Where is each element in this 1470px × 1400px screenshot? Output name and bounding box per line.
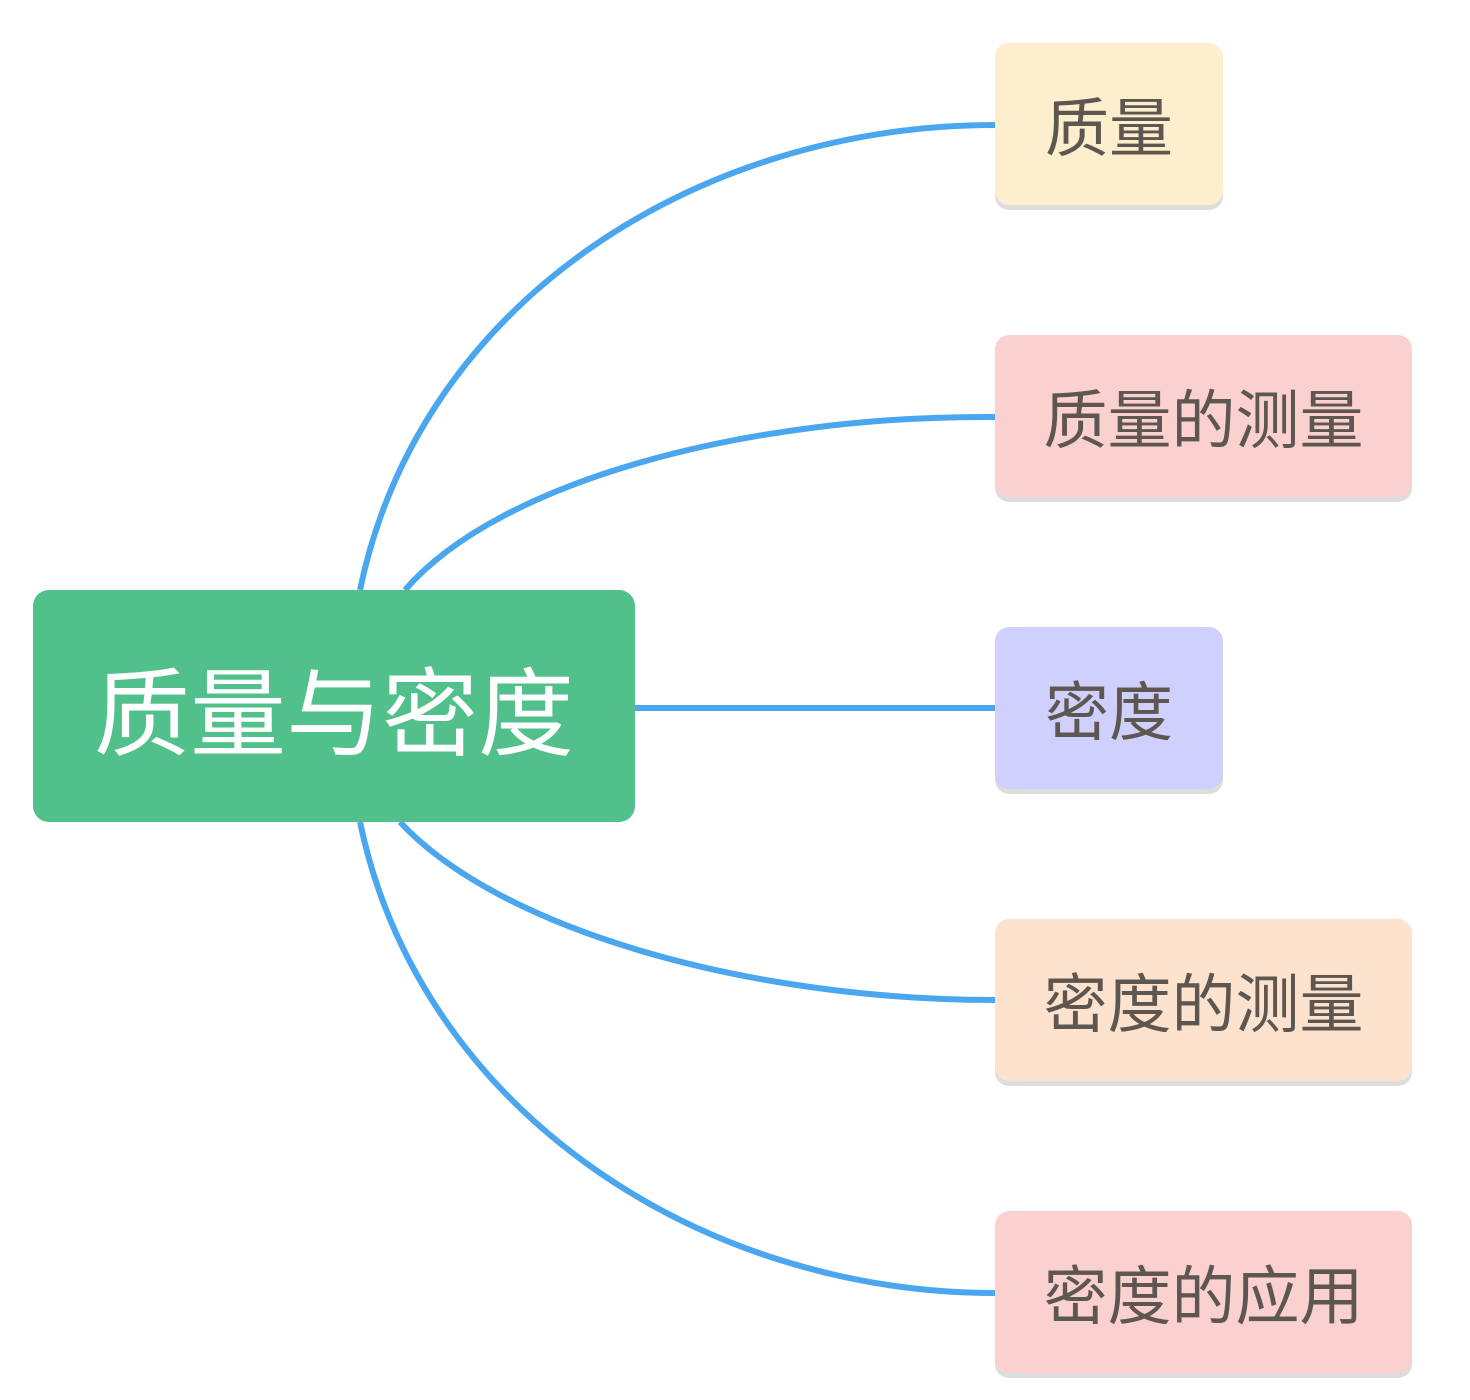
node-mass-measurement[interactable]: 质量的测量 [995,335,1412,497]
node-mass[interactable]: 质量 [995,43,1223,205]
node-density-application[interactable]: 密度的应用 [995,1211,1412,1373]
edge-2 [402,413,996,592]
edge-5 [357,821,996,1296]
root-node[interactable]: 质量与密度 [33,590,635,822]
edge-4 [397,819,996,1003]
node-density[interactable]: 密度 [995,627,1223,789]
node-density-measurement[interactable]: 密度的测量 [995,919,1412,1081]
edge-1 [357,122,996,591]
